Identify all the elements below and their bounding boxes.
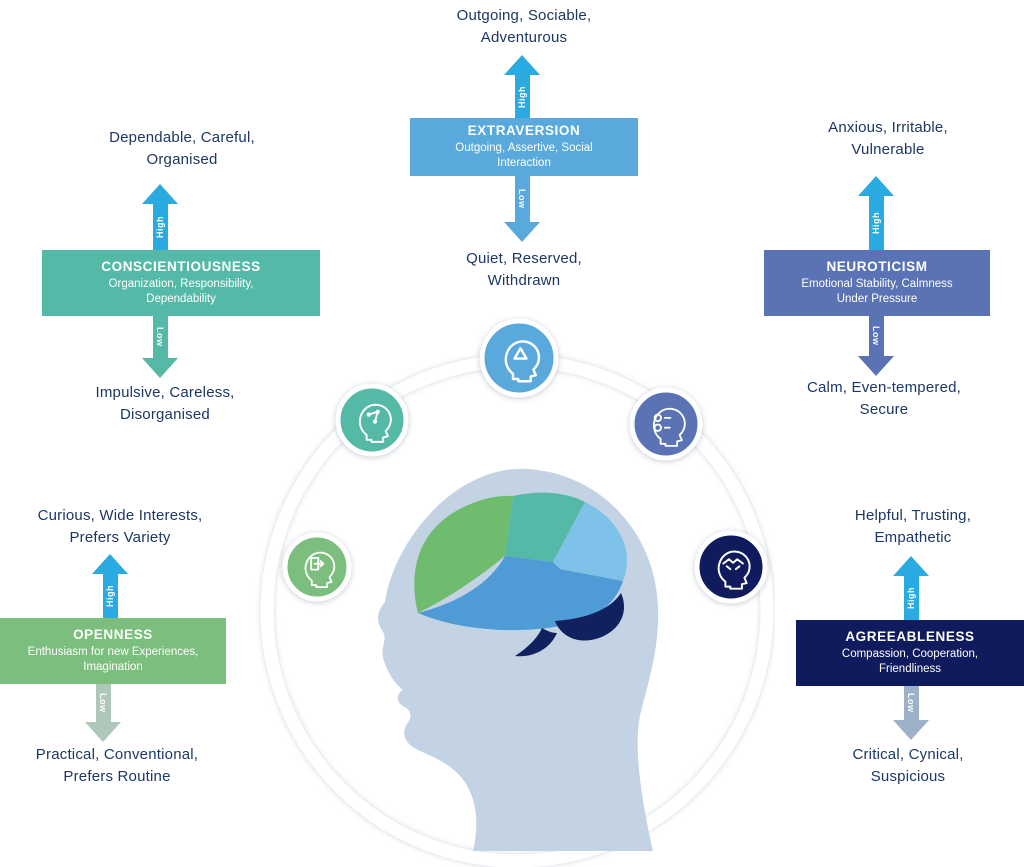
brain-cerebellum-segment — [555, 593, 625, 641]
openness-subtitle: Enthusiasm for new Experiences, Imaginat… — [27, 646, 199, 673]
low-arrow-label: Low — [155, 327, 165, 347]
high-arrow-label: High — [105, 585, 115, 607]
conscientiousness-low-descriptor: Impulsive, Careless, Disorganised — [95, 384, 235, 423]
high-arrow-label: High — [906, 587, 916, 609]
brain-temporal-segment — [418, 556, 623, 631]
extraversion-high-arrow: High — [504, 55, 540, 118]
openness-high-arrow: High — [92, 554, 128, 618]
extraversion-low-arrow: Low — [504, 176, 540, 242]
brain-frontal-segment — [414, 495, 513, 613]
agreeableness-title: AGREEABLENESS — [845, 629, 975, 645]
extraversion-box: EXTRAVERSION Outgoing, Assertive, Social… — [410, 118, 638, 176]
arrow-up-icon — [504, 55, 540, 75]
openness-title: OPENNESS — [73, 627, 153, 643]
high-arrow-label: High — [517, 85, 527, 108]
extraversion-subtitle: Outgoing, Assertive, Social Interaction — [455, 142, 593, 169]
arrow-down-icon — [504, 222, 540, 242]
arrow-down-icon — [142, 358, 178, 378]
head-circuit-icon — [358, 403, 392, 443]
conscientiousness-subtitle: Organization, Responsibility, Dependabil… — [108, 278, 254, 305]
extraversion-low-descriptor: Quiet, Reserved, Withdrawn — [466, 250, 582, 289]
arrow-up-icon — [142, 184, 178, 204]
head-moods-icon — [652, 407, 686, 447]
agreeableness-subtitle: Compassion, Cooperation, Friendliness — [841, 648, 979, 675]
arrow-down-icon — [858, 356, 894, 376]
openness-badge — [282, 532, 352, 602]
neuroticism-subtitle: Emotional Stability, Calmness Under Pres… — [801, 278, 953, 305]
extraversion-badge — [479, 318, 559, 398]
neuroticism-low-arrow: Low — [858, 316, 894, 376]
conscientiousness-title: CONSCIENTIOUSNESS — [101, 259, 261, 275]
openness-box: OPENNESS Enthusiasm for new Experiences,… — [0, 618, 226, 684]
agreeableness-low-descriptor: Critical, Cynical, Suspicious — [852, 746, 964, 785]
brain-occipital-segment — [553, 502, 627, 581]
low-arrow-label: Low — [906, 693, 916, 713]
brain-parietal-segment — [505, 492, 585, 562]
arrow-down-icon — [85, 722, 121, 742]
neuroticism-badge — [629, 387, 703, 461]
agreeableness-low-arrow: Low — [893, 686, 929, 740]
arrow-up-icon — [92, 554, 128, 574]
arrow-up-icon — [858, 176, 894, 196]
agreeableness-high-descriptor: Helpful, Trusting, Empathetic — [854, 507, 972, 546]
neuroticism-box: NEUROTICISM Emotional Stability, Calmnes… — [764, 250, 990, 316]
brain-stem-segment — [515, 628, 557, 657]
agreeableness-high-arrow: High — [893, 556, 929, 620]
extraversion-title: EXTRAVERSION — [467, 123, 581, 139]
low-arrow-label: Low — [98, 693, 108, 713]
neuroticism-high-descriptor: Anxious, Irritable, Vulnerable — [828, 119, 948, 158]
head-recycle-icon — [504, 340, 541, 383]
low-arrow-label: Low — [517, 189, 527, 209]
conscientiousness-high-arrow: High — [142, 184, 178, 250]
center-illustration — [260, 318, 774, 867]
head-silhouette — [378, 468, 659, 851]
conscientiousness-low-arrow: Low — [142, 316, 178, 378]
agreeableness-box: AGREEABLENESS Compassion, Cooperation, F… — [796, 620, 1024, 686]
conscientiousness-badge — [335, 383, 409, 457]
arrow-down-icon — [893, 720, 929, 740]
neuroticism-title: NEUROTICISM — [826, 259, 928, 275]
high-arrow-label: High — [155, 216, 165, 238]
conscientiousness-high-descriptor: Dependable, Careful, Organised — [109, 129, 255, 168]
agreeableness-badge — [694, 530, 768, 604]
openness-low-arrow: Low — [85, 684, 121, 742]
arrow-up-icon — [893, 556, 929, 576]
extraversion-high-descriptor: Outgoing, Sociable, Adventurous — [456, 7, 592, 46]
conscientiousness-box: CONSCIENTIOUSNESS Organization, Responsi… — [42, 250, 320, 316]
low-arrow-label: Low — [871, 326, 881, 346]
head-handshake-icon — [717, 550, 751, 590]
neuroticism-high-arrow: High — [858, 176, 894, 250]
openness-high-descriptor: Curious, Wide Interests, Prefers Variety — [37, 507, 203, 546]
high-arrow-label: High — [871, 212, 881, 234]
openness-low-descriptor: Practical, Conventional, Prefers Routine — [35, 746, 199, 785]
head-door-icon — [304, 551, 336, 589]
neuroticism-low-descriptor: Calm, Even-tempered, Secure — [806, 379, 962, 418]
